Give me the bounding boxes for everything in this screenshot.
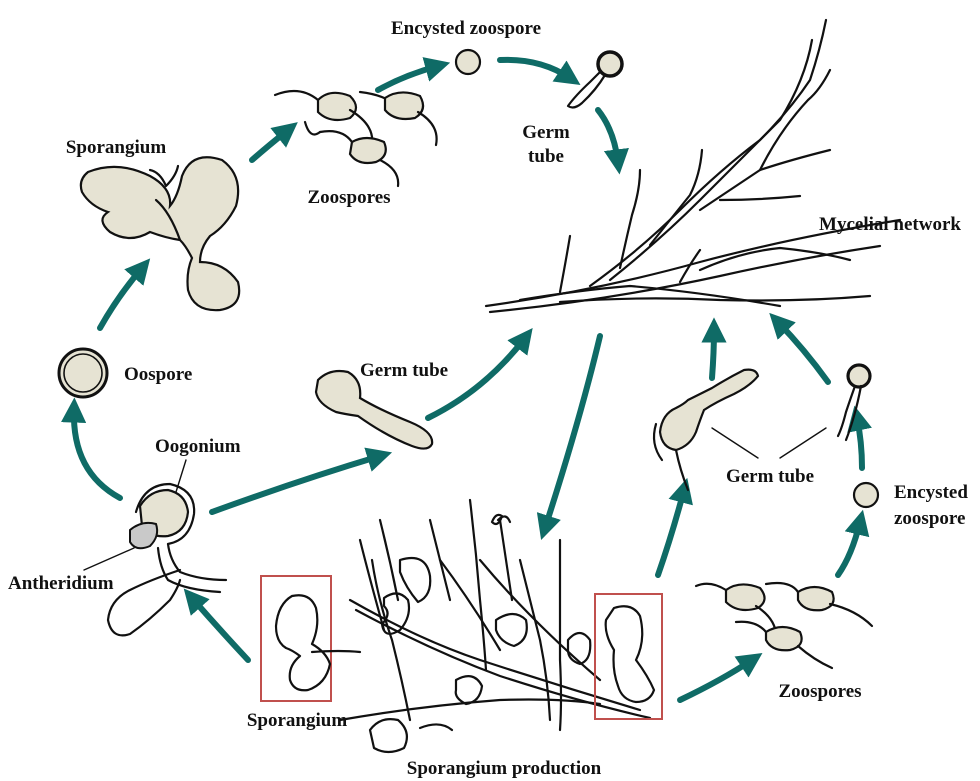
zoospores-top-illustration — [275, 91, 437, 186]
label-germ-tube-top-line1: Germ — [522, 122, 570, 143]
label-zoospores-top: Zoospores — [307, 187, 390, 208]
label-encysted-zoospore-right-line2: zoospore — [894, 508, 965, 529]
encysted-zoospore-top-cell — [456, 50, 480, 74]
label-oogonium: Oogonium — [155, 436, 241, 457]
label-zoospores-bottom: Zoospores — [778, 681, 861, 702]
label-encysted-zoospore-top: Encysted zoospore — [391, 18, 541, 39]
label-sporangium-bottom: Sporangium — [247, 710, 347, 731]
sporangium-left-boxed — [276, 595, 330, 690]
arrow-zoospores-to-encysted — [378, 66, 438, 90]
arrow-zoospores-to-encysted-right — [838, 522, 860, 575]
arrow-oogonium-to-germtube — [212, 456, 380, 512]
germ-right-illustration — [838, 365, 870, 440]
germ-tube-middle-illustration — [316, 371, 432, 449]
label-sporangium-production: Sporangium production — [407, 758, 602, 779]
germ-tube-top-illustration — [568, 52, 622, 107]
arrow-mycelium-to-production — [545, 336, 600, 528]
pointer-antheridium — [84, 548, 134, 570]
arrow-encysted-to-germ-right — [857, 418, 862, 468]
sporangium-right-boxed — [606, 606, 654, 702]
label-antheridium: Antheridium — [8, 573, 114, 594]
arrow-sporangium-to-oogonium — [192, 598, 248, 660]
zoospores-bottom-illustration — [696, 583, 872, 668]
arrow-production-to-zoospores — [680, 660, 752, 700]
label-germ-tube-right: Germ tube — [726, 466, 814, 487]
sporangium-top-illustration — [81, 157, 239, 310]
label-sporangium-top: Sporangium — [66, 137, 166, 158]
label-germ-tube-top-line2: tube — [528, 146, 564, 167]
arrow-production-to-germtube — [658, 490, 684, 575]
label-germ-tube-middle: Germ tube — [360, 360, 448, 381]
arrow-sporangium-to-zoospores — [252, 130, 288, 160]
label-encysted-zoospore-right-line1: Encysted — [894, 482, 968, 503]
arrow-encysted-to-germ — [500, 60, 570, 78]
arrow-germ-to-mycelium — [598, 110, 618, 162]
arrow-germtube-right-to-mycelium — [712, 330, 714, 378]
arrow-oospore-to-sporangium — [100, 268, 142, 328]
arrow-oogonium-to-oospore — [74, 410, 120, 498]
label-oospore: Oospore — [124, 364, 192, 385]
label-mycelial-network: Mycelial network — [819, 214, 961, 235]
sporangium-production-illustration — [340, 500, 650, 752]
encysted-zoospore-right-cell — [854, 483, 878, 507]
oospore-illustration — [59, 349, 107, 397]
arrow-germ-right-to-mycelium — [778, 322, 828, 382]
